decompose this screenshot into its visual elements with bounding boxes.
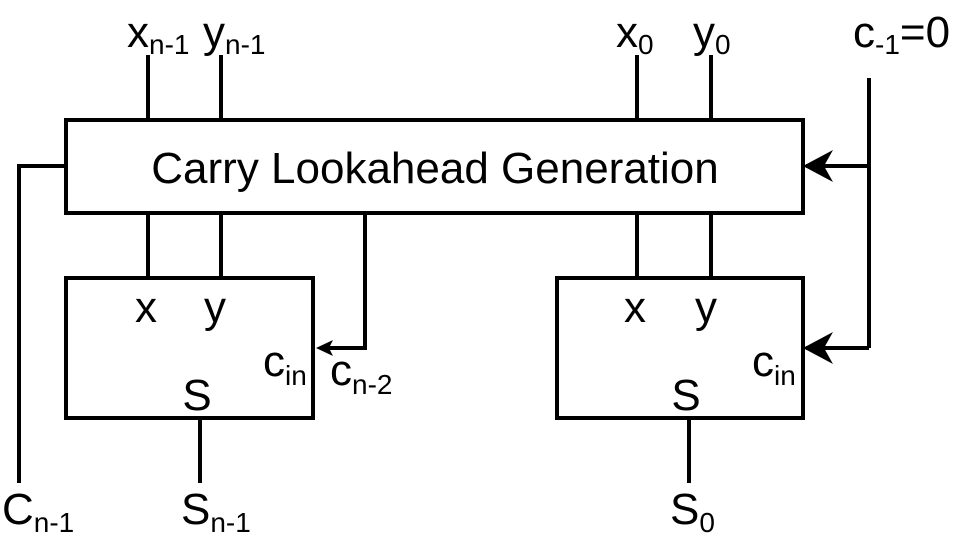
cla-title: Carry Lookahead Generation	[151, 144, 718, 193]
adder-right-y-label: y	[695, 283, 717, 332]
output-s0-label: S0	[670, 485, 715, 538]
input-xn1-label: xn-1	[127, 8, 189, 60]
adder-block-0	[555, 276, 805, 420]
cn2-label: cn-2	[330, 346, 392, 400]
adder-left-x-label: x	[135, 283, 157, 332]
arrow-c-minus1-to-adder0	[803, 332, 833, 364]
arrow-cn2	[316, 340, 333, 356]
adder-right-s-label: S	[671, 371, 700, 420]
adder-left-cin-label: cin	[263, 337, 307, 391]
input-x0-label: x0	[616, 8, 654, 60]
arrow-c-minus1-to-cla	[803, 150, 833, 182]
input-c-minus1-label: c-1=0	[853, 8, 950, 60]
adder-left-y-label: y	[204, 283, 226, 332]
wire-cn2	[322, 213, 367, 350]
adder-block-n-1	[64, 276, 315, 420]
output-sn1-label: Sn-1	[181, 485, 251, 538]
input-y0-label: y0	[693, 8, 731, 60]
wire-cn1-out	[17, 164, 66, 483]
input-yn1-label: yn-1	[203, 8, 265, 60]
output-cn1-label: Cn-1	[2, 485, 74, 538]
adder-right-cin-label: cin	[752, 337, 796, 391]
adder-left-s-label: S	[182, 371, 211, 420]
adder-right-x-label: x	[624, 283, 646, 332]
carry-lookahead-block	[64, 118, 805, 215]
